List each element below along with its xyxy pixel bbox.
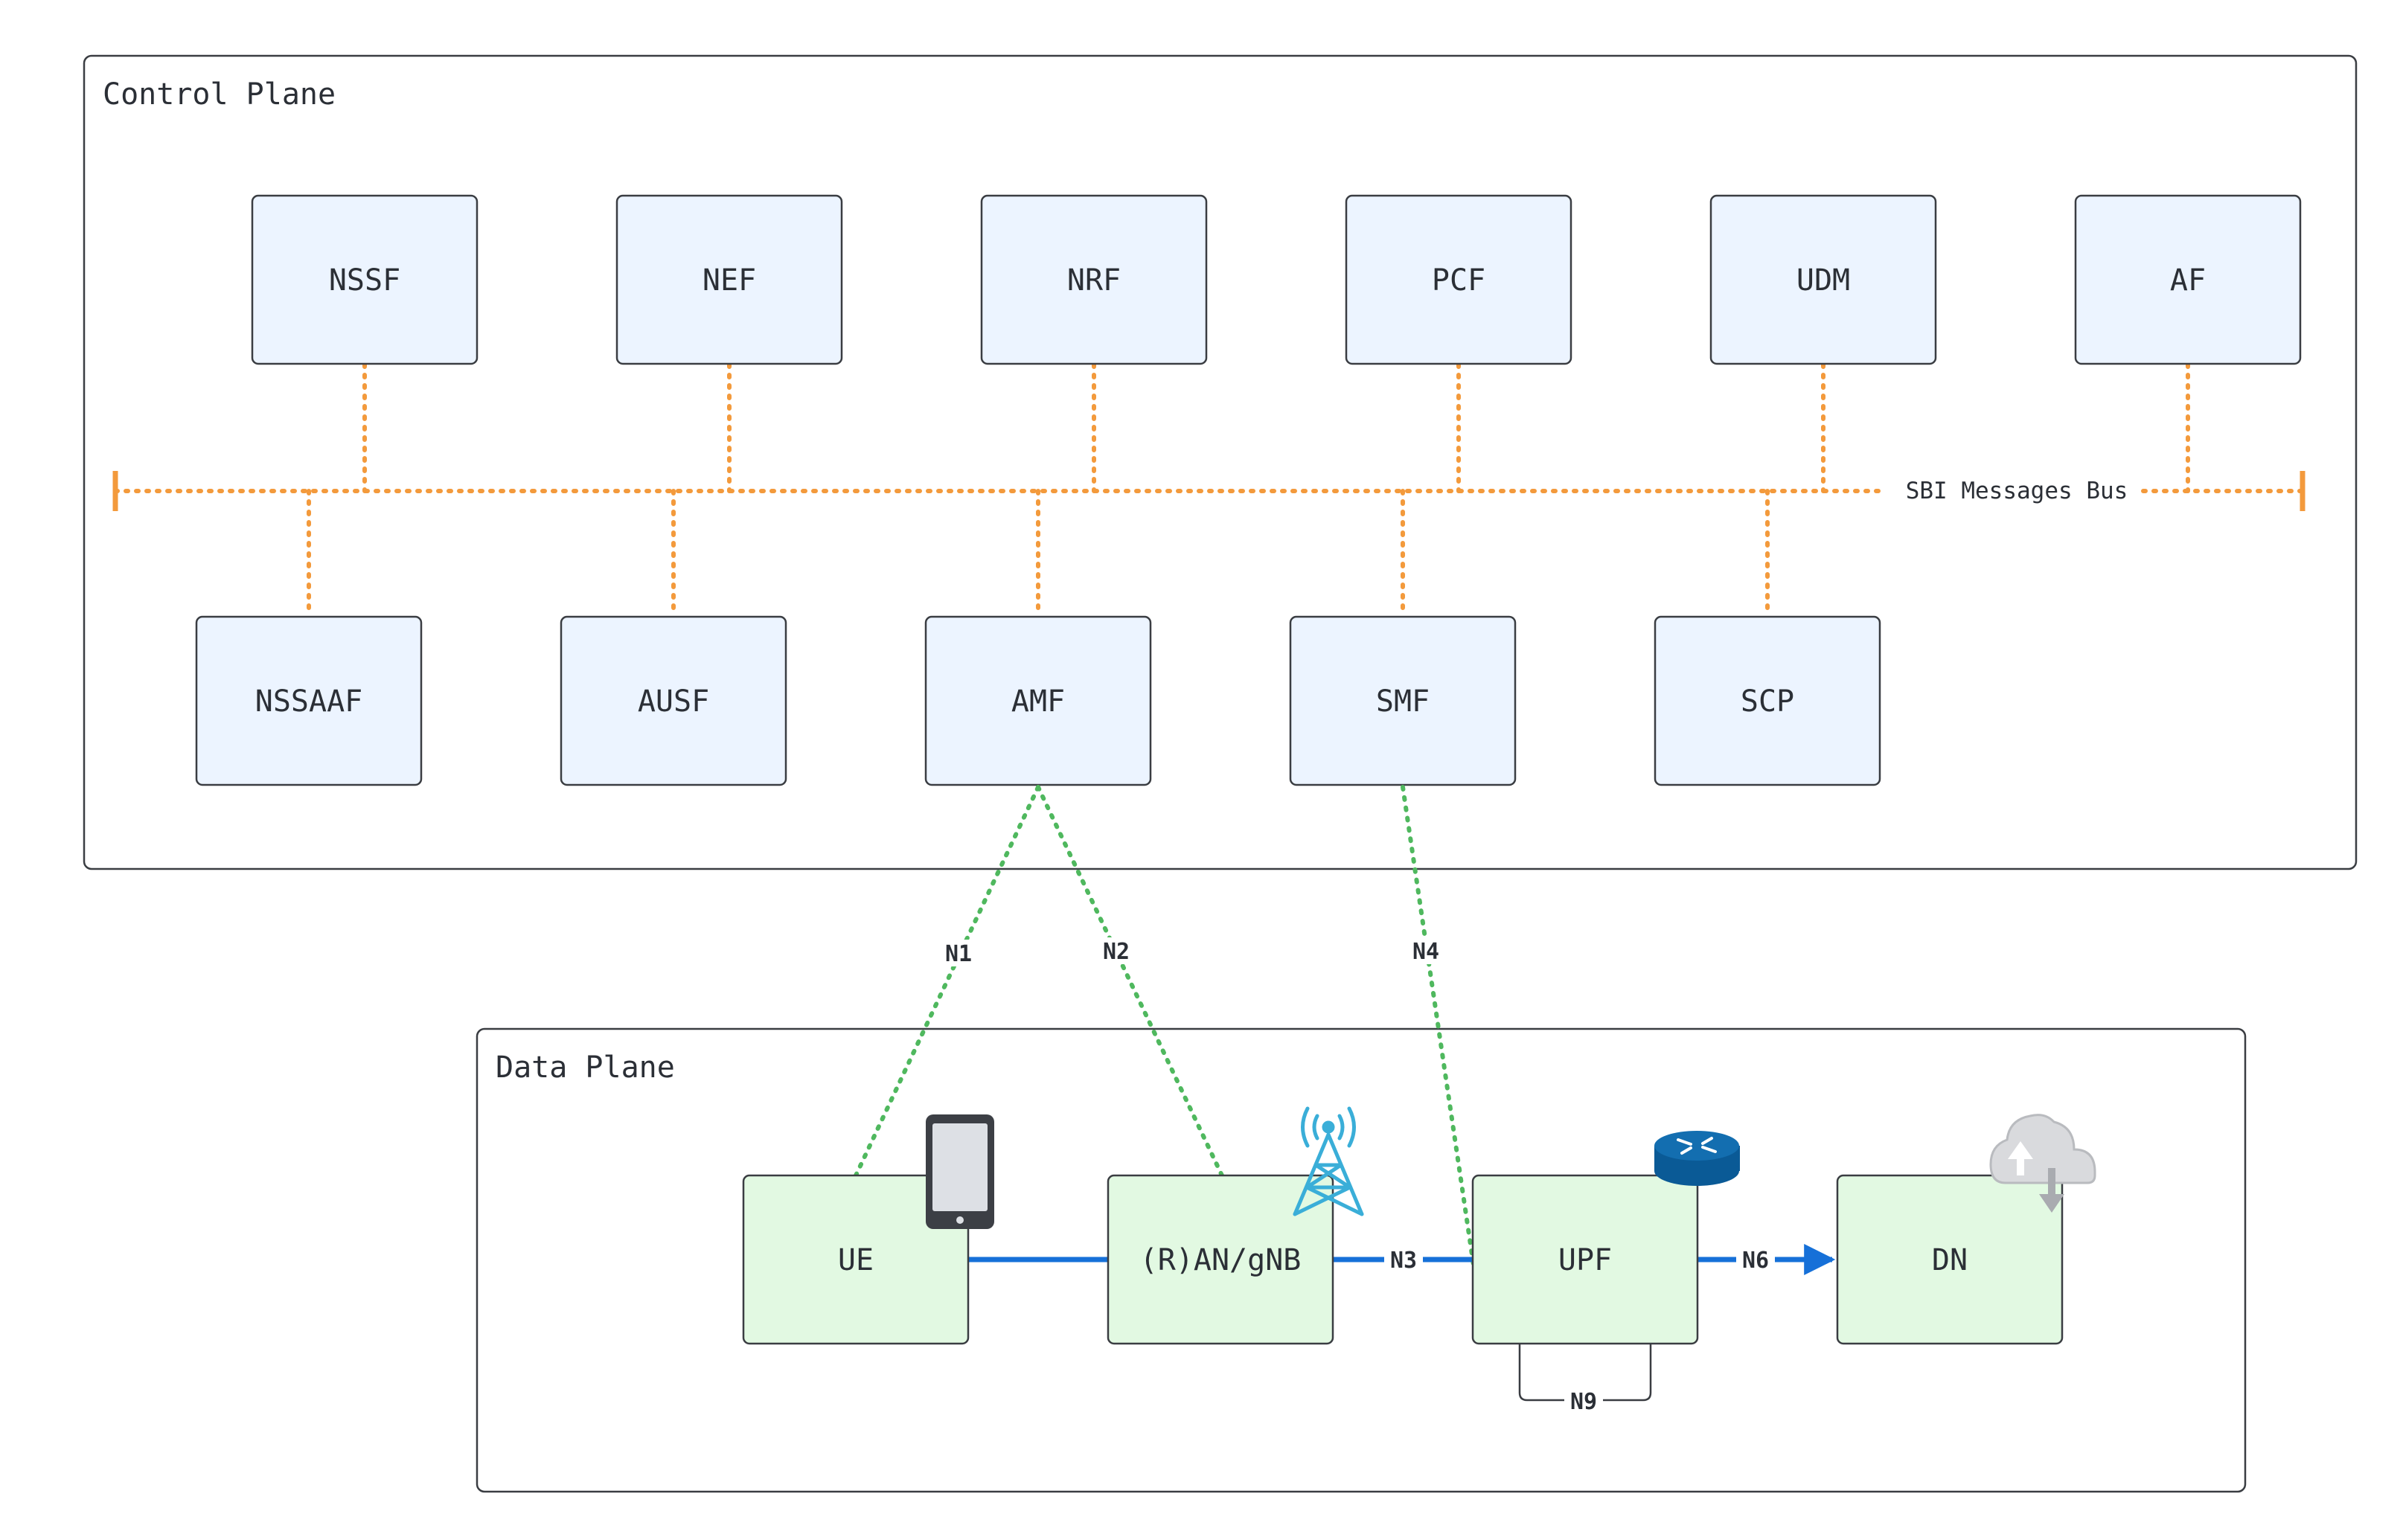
link-n4	[1401, 785, 1476, 1267]
link-n1	[854, 785, 1040, 1178]
label-n3: N3	[1390, 1248, 1417, 1274]
svg-text:SCP: SCP	[1741, 684, 1794, 719]
node-smf[interactable]: SMF	[1289, 615, 1517, 786]
node-af[interactable]: AF	[2074, 194, 2302, 365]
svg-text:NRF: NRF	[1067, 263, 1121, 298]
label-n9: N9	[1570, 1389, 1597, 1415]
link-n2	[1036, 785, 1224, 1178]
svg-text:NSSF: NSSF	[329, 263, 400, 298]
svg-text:UE: UE	[838, 1243, 874, 1277]
label-n2: N2	[1103, 939, 1130, 965]
node-dn[interactable]: DN	[1836, 1174, 2064, 1345]
node-scp[interactable]: SCP	[1654, 615, 1881, 786]
svg-text:SMF: SMF	[1376, 684, 1430, 719]
node-ausf[interactable]: AUSF	[560, 615, 787, 786]
mobile-phone-icon	[926, 1114, 994, 1229]
svg-text:AF: AF	[2170, 263, 2206, 298]
control-plane-group: Control Plane	[83, 54, 2358, 870]
svg-text:NSSAAF: NSSAAF	[255, 684, 363, 719]
node-nssaaf[interactable]: NSSAAF	[195, 615, 423, 786]
router-icon	[1654, 1131, 1740, 1186]
svg-text:AMF: AMF	[1011, 684, 1065, 719]
cloud-icon	[1989, 1114, 2096, 1213]
label-n4: N4	[1412, 939, 1439, 965]
bus-connectors-bottom	[307, 489, 1770, 618]
svg-text:DN: DN	[1932, 1243, 1968, 1277]
sbi-bus: SBI Messages Bus	[112, 471, 2305, 511]
label-n1: N1	[945, 941, 972, 967]
node-amf[interactable]: AMF	[924, 615, 1152, 786]
control-plane-title: Control Plane	[103, 77, 336, 112]
svg-text:NEF: NEF	[703, 263, 756, 298]
svg-text:AUSF: AUSF	[638, 684, 709, 719]
svg-text:(R)AN/gNB: (R)AN/gNB	[1140, 1243, 1302, 1277]
svg-text:UDM: UDM	[1796, 263, 1850, 298]
node-nef[interactable]: NEF	[615, 194, 843, 365]
signaling-links	[854, 785, 1476, 1267]
node-nrf[interactable]: NRF	[980, 194, 1208, 365]
data-plane-title: Data Plane	[496, 1050, 675, 1085]
node-ran-gnb[interactable]: (R)AN/gNB	[1107, 1174, 1334, 1345]
svg-text:PCF: PCF	[1432, 263, 1485, 298]
node-udm[interactable]: UDM	[1709, 194, 1937, 365]
node-pcf[interactable]: PCF	[1345, 194, 1572, 365]
label-n6: N6	[1742, 1248, 1769, 1274]
cell-tower-icon	[1293, 1106, 1364, 1216]
interface-labels: N1 N2 N4 N3 N6 N9	[939, 937, 1775, 1415]
node-upf[interactable]: UPF	[1471, 1174, 1699, 1345]
sbi-bus-label: SBI Messages Bus	[1906, 478, 2128, 504]
node-nssf[interactable]: NSSF	[251, 194, 479, 365]
svg-text:UPF: UPF	[1558, 1243, 1612, 1277]
node-ue[interactable]: UE	[742, 1174, 970, 1345]
bus-connectors-top	[362, 362, 2190, 493]
